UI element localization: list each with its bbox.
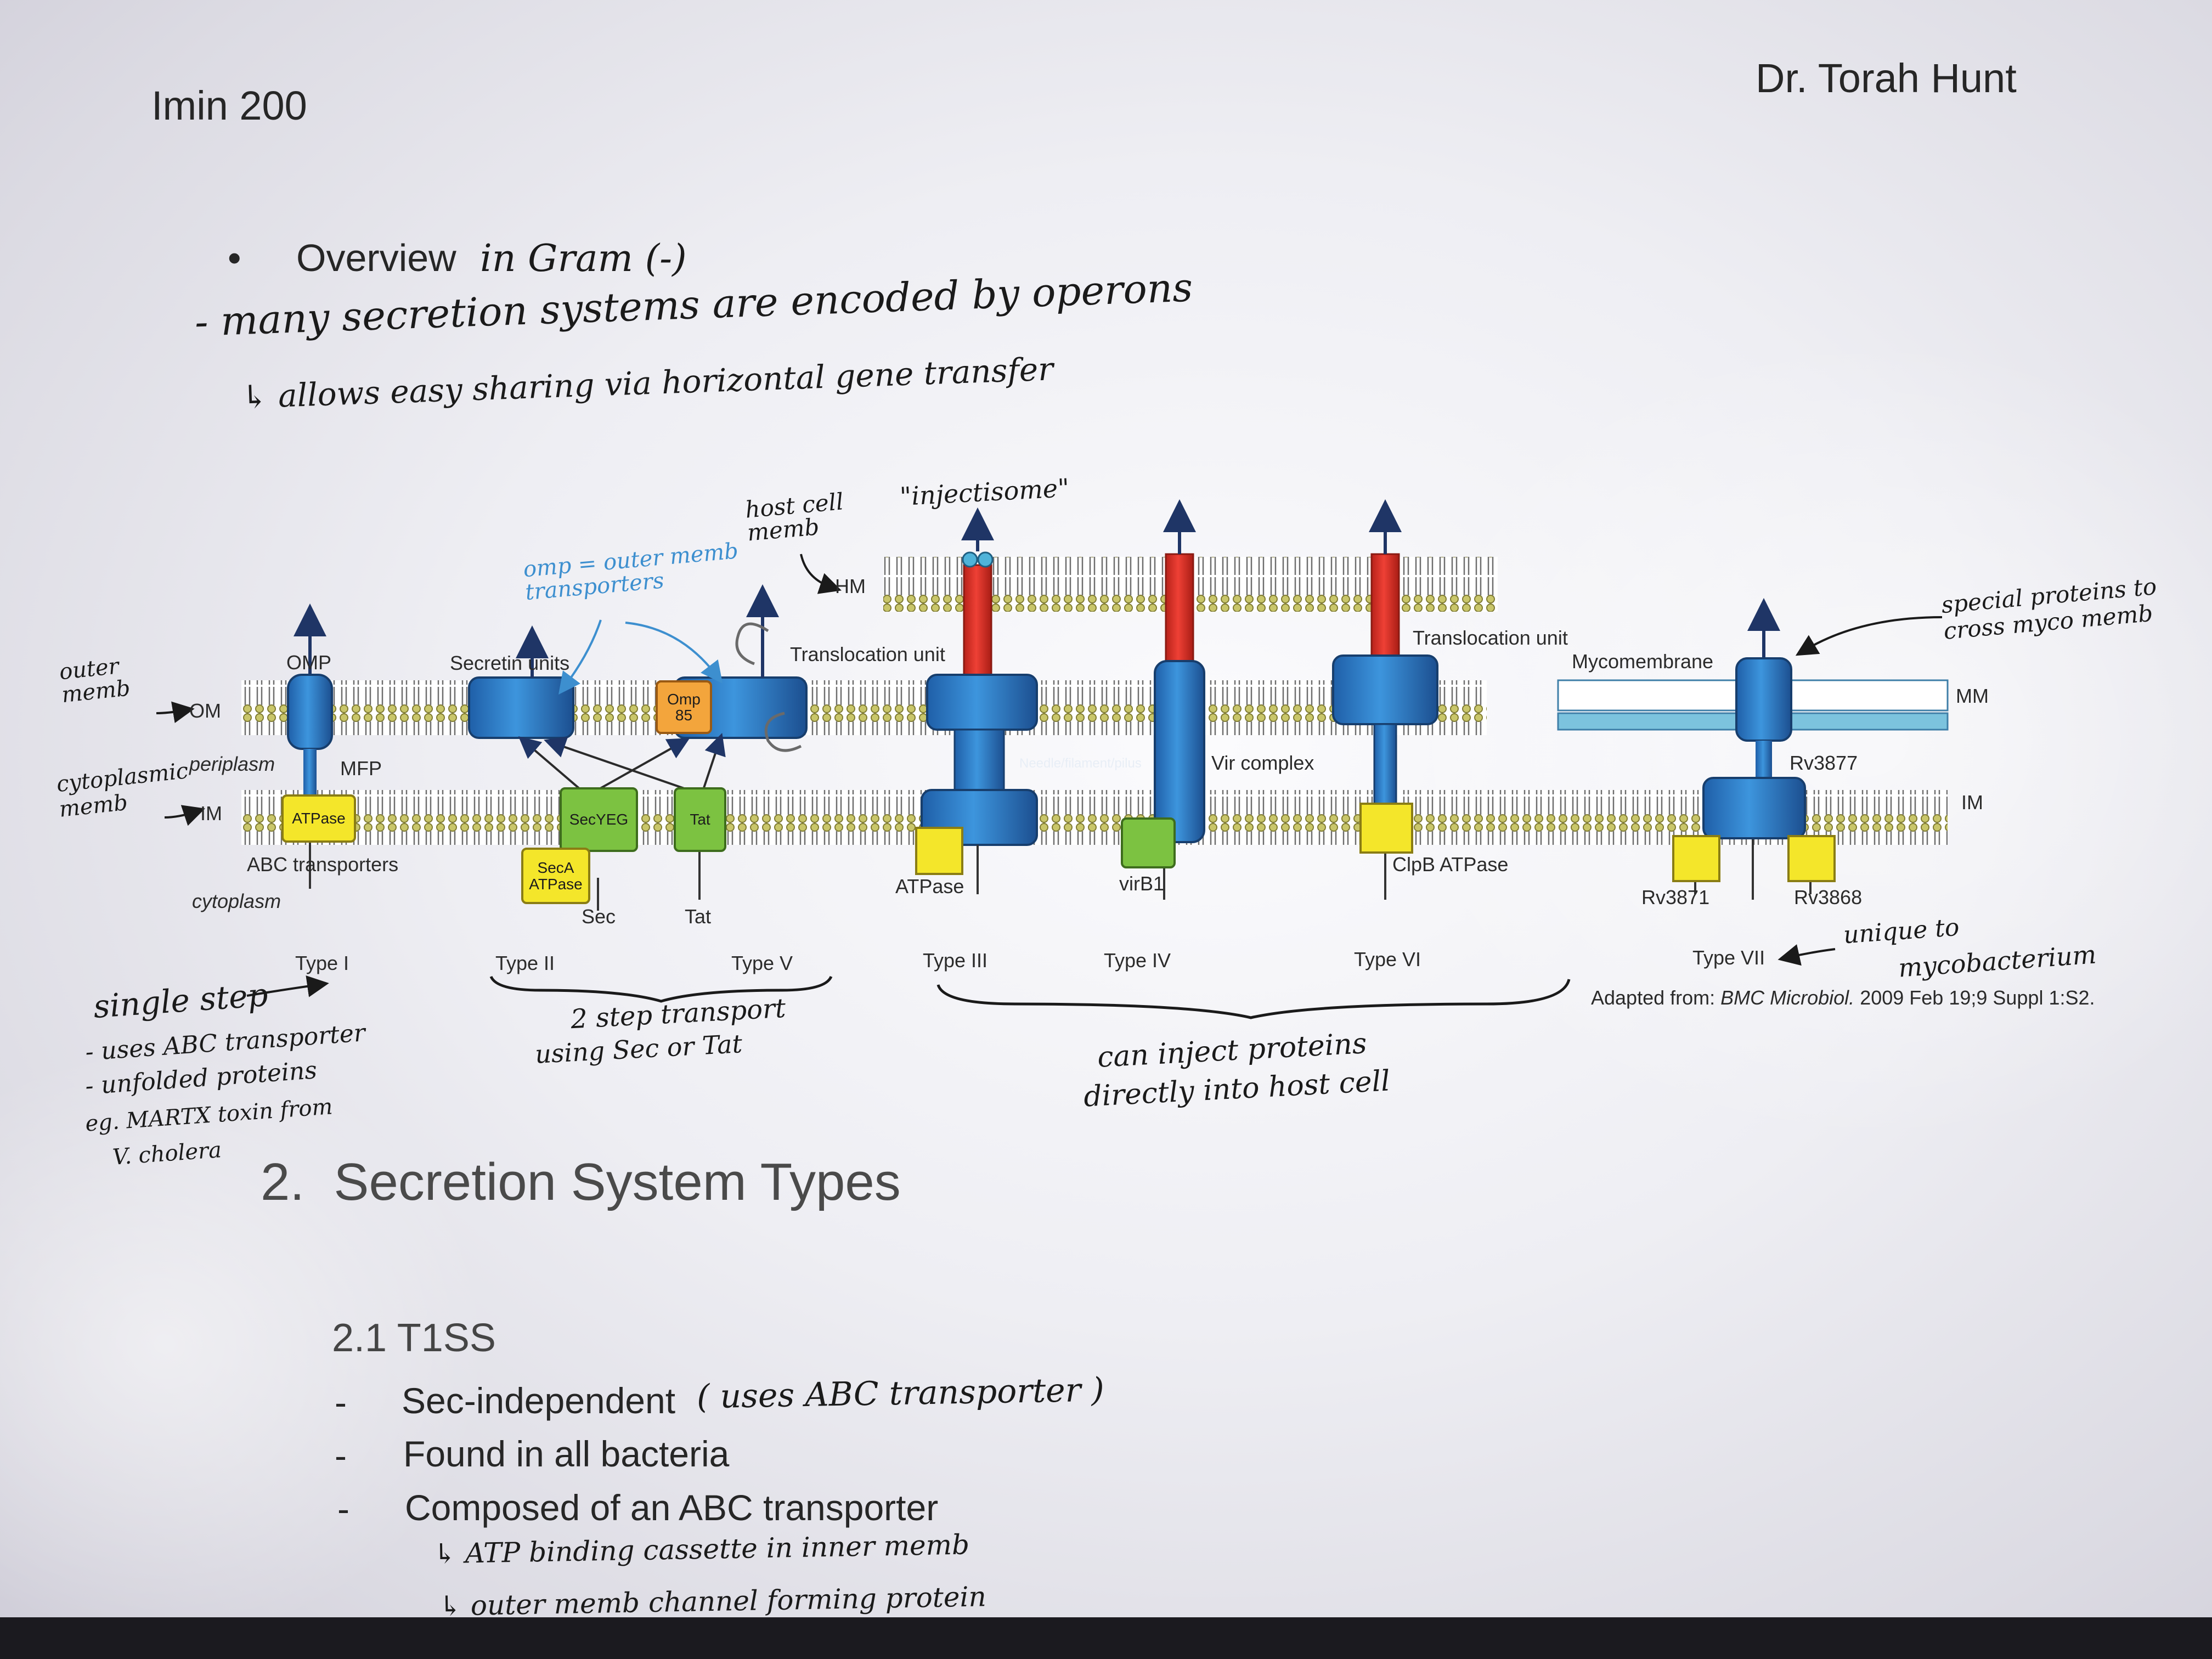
arrow-omp-right [625,622,723,684]
annot-host-cell-memb: host cell memb [744,488,845,546]
monitor-bezel [0,1617,2212,1659]
arrow-type-vii [1778,944,1836,966]
rv3868-box [1787,835,1836,882]
list-item-1: Sec-independent [402,1380,676,1421]
label-periplasm: periplasm [189,753,275,775]
arrow-single-step [246,975,329,997]
label-type-i: Type I [295,952,349,974]
seca-atpase-box: SecA ATPase [521,848,590,904]
type-iii-atpase-box [915,827,963,875]
label-rv3871: Rv3871 [1641,886,1710,909]
arrow-omp-left [558,619,602,695]
secyeg-box: SecYEG [560,787,638,852]
bracket-type-iii-iv-vi [936,979,1571,1019]
type-ii-v-system [468,584,808,911]
section-heading: 2. Secretion System Types [261,1153,901,1211]
bullet-dot: • [228,236,241,279]
list-dash-1: - [335,1382,347,1423]
bullet-handwritten: in Gram (-) [480,237,687,280]
label-mfp: MFP [340,757,382,780]
label-atpase-type-iii: ATPase [895,875,964,898]
tat-box: Tat [674,787,726,852]
arrow-cytoplasmic-memb [164,805,205,826]
label-translocation-unit-left: Translocation unit [790,643,945,665]
label-secretin-units: Secretin units [450,652,570,674]
type-vi-system [1332,499,1438,900]
clpb-atpase-box [1359,803,1413,854]
virb1-box [1121,817,1176,868]
label-type-vi: Type VI [1354,948,1421,970]
inner-membrane [241,790,1948,845]
label-type-iii: Type III [923,949,988,972]
rv3871-box [1672,835,1720,882]
label-rv3868: Rv3868 [1794,886,1863,909]
list-dash-2: - [335,1435,347,1476]
label-clpb-atpase: ClpB ATPase [1392,853,1509,876]
label-im: IM [200,802,222,825]
label-im-right: IM [1961,791,1983,814]
label-vir-complex: Vir complex [1211,752,1314,774]
label-type-v: Type V [731,952,793,974]
label-hm: HM [835,575,866,597]
list-item-3: Composed of an ABC transporter [405,1487,939,1528]
instructor-name: Dr. Torah Hunt [1756,55,2017,101]
type-i-system [287,603,333,889]
label-type-vii: Type VII [1692,946,1765,969]
label-cytoplasm: cytoplasm [192,890,281,912]
list-dash-3: - [337,1488,349,1529]
label-sec: Sec [582,905,616,928]
diagram-citation: Adapted from: BMC Microbiol. 2009 Feb 19… [1591,986,2095,1009]
citation-prefix: Adapted from: [1591,986,1721,1009]
label-type-iv: Type IV [1104,949,1171,972]
label-omp: OMP [286,651,332,674]
label-translocation-unit-right: Translocation unit [1413,627,1568,649]
label-om: OM [189,699,221,722]
type-vii-system [1694,598,1812,900]
label-tat: Tat [685,905,712,928]
atpase-box: ATPase [281,794,356,843]
mycomembrane [1557,679,1949,731]
bracket-type-ii-v [489,975,833,1003]
arrow-outer-memb [156,701,195,724]
arrow-special-proteins [1795,616,1943,656]
label-mycomembrane: Mycomembrane [1572,650,1714,673]
citation-journal: BMC Microbiol. [1720,986,1855,1009]
label-virb1: virB1 [1119,872,1165,895]
label-rv3877: Rv3877 [1790,752,1858,774]
citation-suffix: 2009 Feb 19;9 Suppl 1:S2. [1854,986,2095,1009]
course-title: Imin 200 [151,83,307,128]
label-mm: MM [1956,685,1989,707]
arrow-host-memb [800,554,842,594]
omp85-box: Omp 85 [656,680,712,734]
label-abc-transporters: ABC transporters [247,853,399,876]
outer-membrane [241,680,1487,735]
bullet-overview: Overview [296,236,456,279]
list-item-2: Found in all bacteria [403,1434,730,1474]
label-type-ii: Type II [495,952,555,974]
label-needle: Needle/filament/pilus [1019,756,1142,771]
list-item-1-note: ( uses ABC transporter ) [696,1370,1105,1417]
type-iv-system [1154,499,1205,900]
section-subheading: 2.1 T1SS [332,1316,496,1360]
